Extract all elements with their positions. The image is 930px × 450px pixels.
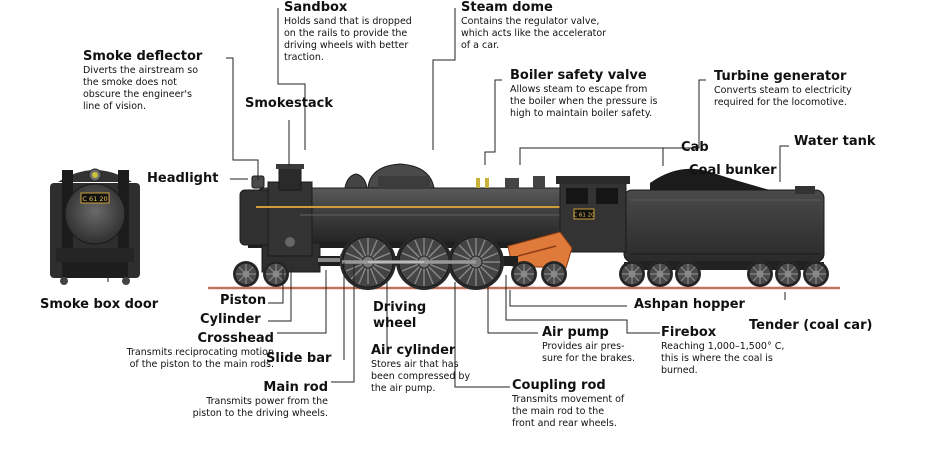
- steam-dome-desc-1: Contains the regulator valve,: [461, 16, 600, 27]
- air-pump-desc-1: Provides air pres-: [542, 341, 625, 352]
- coupling-rod-desc-2: the main rod to the: [512, 406, 605, 417]
- air-pump-callout: Air pump Provides air pres- sure for the…: [542, 325, 662, 365]
- cab-label: Cab: [681, 140, 709, 155]
- front-number-plate: C 61 20: [82, 195, 107, 203]
- main-rod-desc-1: Transmits power from the: [206, 396, 328, 407]
- cylinder-label: Cylinder: [200, 312, 261, 327]
- smoke-box-door-label: Smoke box door: [40, 297, 159, 312]
- smoke-deflector-desc-4: line of vision.: [83, 101, 147, 112]
- steam-dome-desc-2: which acts like the accelerator: [461, 28, 607, 39]
- steam-dome-desc-3: of a car.: [461, 40, 500, 51]
- boiler-safety-valve-title: Boiler safety valve: [510, 68, 647, 83]
- sandbox-desc-2: on the rails to provide the: [284, 28, 408, 39]
- firebox-title: Firebox: [661, 325, 717, 340]
- smoke-deflector-title: Smoke deflector: [83, 49, 203, 64]
- steam-dome-title: Steam dome: [461, 0, 553, 15]
- crosshead-title: Crosshead: [197, 331, 274, 346]
- firebox-desc-3: burned.: [661, 365, 698, 376]
- turbine-generator-callout: Turbine generator Converts steam to elec…: [714, 69, 924, 109]
- coupling-rod-desc-3: front and rear wheels.: [512, 418, 617, 429]
- crosshead-desc-2: of the piston to the main rods.: [129, 359, 274, 370]
- sandbox-callout: Sandbox Holds sand that is dropped on th…: [284, 0, 454, 64]
- piston-label: Piston: [220, 293, 267, 308]
- tender-label: Tender (coal car): [749, 318, 873, 333]
- air-cylinder-desc-3: the air pump.: [371, 383, 436, 394]
- air-cylinder-callout: Air cylinder Stores air that has been co…: [371, 343, 511, 395]
- main-rod-callout: Main rod Transmits power from the piston…: [140, 380, 328, 420]
- boiler-safety-valve-desc-3: high to maintain boiler safety.: [510, 108, 653, 119]
- driving-wheel-title-1: Driving: [373, 300, 427, 315]
- slide-bar-label: Slide bar: [266, 351, 332, 366]
- smokestack-label: Smokestack: [245, 96, 334, 111]
- coupling-rod-title: Coupling rod: [512, 378, 606, 393]
- coal-bunker-label: Coal bunker: [689, 163, 777, 178]
- coupling-rod-callout: Coupling rod Transmits movement of the m…: [512, 378, 662, 430]
- tender-body: [623, 168, 825, 270]
- air-cylinder-desc-2: been compressed by: [371, 371, 471, 382]
- boiler-safety-valve-desc-2: the boiler when the pressure is: [510, 96, 658, 107]
- smoke-deflector-desc-3: obscure the engineer's: [83, 89, 192, 100]
- cab-number-plate: C 61 20: [573, 213, 595, 219]
- leader-lines: [107, 8, 789, 388]
- sandbox-desc-3: driving wheels with better: [284, 40, 409, 51]
- air-cylinder-title: Air cylinder: [371, 343, 456, 358]
- air-pump-desc-2: sure for the brakes.: [542, 353, 635, 364]
- sandbox-desc-4: traction.: [284, 52, 324, 63]
- headlight-label: Headlight: [147, 171, 219, 186]
- water-tank-label: Water tank: [794, 134, 876, 149]
- turbine-generator-desc-2: required for the locomotive.: [714, 97, 847, 108]
- crosshead-callout: Crosshead Transmits reciprocating motion…: [50, 331, 274, 371]
- driving-wheel-callout: Driving wheel: [373, 300, 426, 332]
- ashpan-hopper-label: Ashpan hopper: [634, 297, 745, 312]
- sandbox-desc-1: Holds sand that is dropped: [284, 16, 412, 27]
- steam-dome-callout: Steam dome Contains the regulator valve,…: [461, 0, 651, 52]
- boiler-safety-valve-desc-1: Allows steam to escape from: [510, 84, 648, 95]
- air-pump-title: Air pump: [542, 325, 609, 340]
- main-rod-title: Main rod: [263, 380, 328, 395]
- smoke-deflector-desc-2: the smoke does not: [83, 77, 177, 88]
- smoke-deflector-desc-1: Diverts the airstream so: [83, 65, 199, 76]
- firebox-callout: Firebox Reaching 1,000–1,500° C, this is…: [661, 325, 821, 377]
- main-rod-desc-2: piston to the driving wheels.: [192, 408, 328, 419]
- turbine-generator-desc-1: Converts steam to electricity: [714, 85, 852, 96]
- smoke-deflector-callout: Smoke deflector Diverts the airstream so…: [83, 49, 223, 113]
- firebox-desc-1: Reaching 1,000–1,500° C,: [661, 341, 785, 352]
- turbine-generator-title: Turbine generator: [714, 69, 847, 84]
- driving-wheels: [232, 233, 568, 291]
- sandbox-title: Sandbox: [284, 0, 348, 15]
- boiler-safety-valve-callout: Boiler safety valve Allows steam to esca…: [510, 68, 700, 120]
- firebox-desc-2: this is where the coal is: [661, 353, 773, 364]
- driving-wheel-title-2: wheel: [373, 316, 417, 331]
- coupling-rod-desc-1: Transmits movement of: [512, 394, 625, 405]
- front-view: C 61 20: [50, 168, 140, 285]
- crosshead-desc-1: Transmits reciprocating motion: [126, 347, 274, 358]
- air-cylinder-desc-1: Stores air that has: [371, 359, 459, 370]
